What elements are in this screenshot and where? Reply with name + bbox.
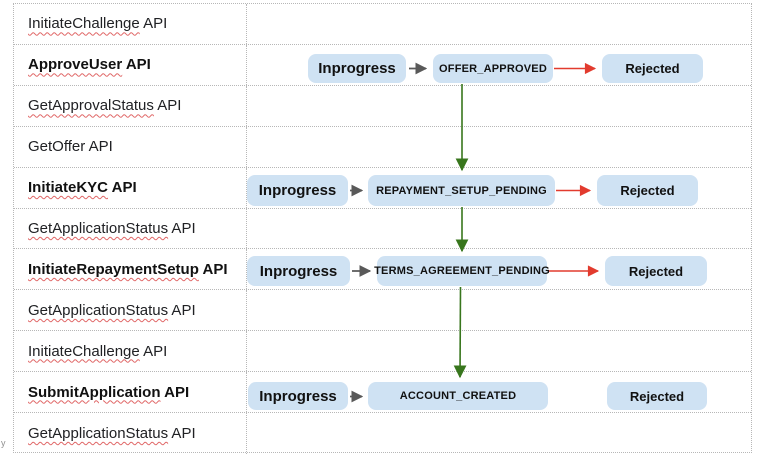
api-label-submitapplication: SubmitApplication API xyxy=(14,372,247,413)
flow-cell xyxy=(247,413,751,454)
api-label-initiaterepaymentsetup: InitiateRepaymentSetup API xyxy=(14,249,247,290)
api-suffix: API xyxy=(160,383,190,401)
rejected-box-initiate-kyc: Rejected xyxy=(597,175,698,206)
api-name: InitiateChallenge xyxy=(28,342,140,360)
api-suffix: API xyxy=(122,56,151,74)
table-row: InitiateKYC API xyxy=(14,167,751,209)
api-label-getapplicationstatus-1: GetApplicationStatus API xyxy=(14,208,247,249)
api-label-getapplicationstatus-2: GetApplicationStatus API xyxy=(14,290,247,331)
api-label-getapprovalstatus: GetApprovalStatus API xyxy=(14,85,247,126)
api-name: GetApplicationStatus xyxy=(28,301,169,319)
flow-cell xyxy=(247,209,751,249)
rejected-box-submit-application: Rejected xyxy=(607,382,707,410)
api-suffix: API xyxy=(198,260,228,278)
api-name: GetApprovalStatus xyxy=(28,97,154,115)
rejected-box-approve-user: Rejected xyxy=(602,54,703,83)
api-name: GetOffer xyxy=(28,138,86,156)
inprogress-box-submit-application: Inprogress xyxy=(248,382,348,410)
api-suffix: API xyxy=(168,219,196,237)
api-name: InitiateChallenge xyxy=(28,15,140,33)
api-label-initiatechallenge-2: InitiateChallenge API xyxy=(14,331,247,372)
api-label-getoffer: GetOffer API xyxy=(14,126,247,167)
table-row: GetApplicationStatus API xyxy=(14,413,751,454)
inprogress-box-approve-user: Inprogress xyxy=(308,54,406,83)
api-suffix: API xyxy=(168,425,196,443)
api-suffix: API xyxy=(153,97,182,115)
api-name: GetApplicationStatus xyxy=(28,219,169,237)
table-row: ApproveUser API xyxy=(14,44,751,86)
table-row: GetOffer API xyxy=(14,126,751,168)
table-row: InitiateChallenge API xyxy=(14,331,751,373)
table-row: GetApplicationStatus API xyxy=(14,208,751,250)
flow-cell xyxy=(247,127,751,167)
state-box-repayment-setup-pending: REPAYMENT_SETUP_PENDING xyxy=(368,175,555,206)
api-suffix: API xyxy=(139,342,168,360)
state-box-account-created: ACCOUNT_CREATED xyxy=(368,382,548,410)
table-row: InitiateChallenge API xyxy=(14,4,751,45)
table-row: GetApprovalStatus API xyxy=(14,85,751,127)
api-suffix: API xyxy=(168,301,196,319)
api-label-initiatechallenge-1: InitiateChallenge API xyxy=(14,4,247,44)
api-name: ApproveUser xyxy=(28,56,123,74)
flow-cell xyxy=(247,290,751,330)
api-name: GetApplicationStatus xyxy=(28,425,169,443)
api-suffix: API xyxy=(139,15,168,33)
flow-cell xyxy=(247,86,751,126)
api-suffix: API xyxy=(85,138,113,156)
api-name: InitiateKYC xyxy=(28,179,109,197)
rejected-box-initiate-repayment-setup: Rejected xyxy=(605,256,707,286)
table-row: InitiateRepaymentSetup API xyxy=(14,249,751,291)
inprogress-box-initiate-repayment-setup: Inprogress xyxy=(247,256,350,286)
api-name: SubmitApplication xyxy=(28,383,161,401)
table-row: SubmitApplication API xyxy=(14,372,751,414)
state-box-terms-agreement-pending: TERMS_AGREEMENT_PENDING xyxy=(374,256,550,286)
table-row: GetApplicationStatus API xyxy=(14,290,751,332)
api-label-approveuser: ApproveUser API xyxy=(14,44,247,85)
state-box-offer-approved: OFFER_APPROVED xyxy=(433,54,553,83)
clipped-margin-text: y xyxy=(1,438,6,448)
api-suffix: API xyxy=(108,179,137,197)
flow-cell xyxy=(247,4,751,44)
api-label-initiatekyc: InitiateKYC API xyxy=(14,167,247,208)
api-label-getapplicationstatus-3: GetApplicationStatus API xyxy=(14,413,247,454)
api-table: InitiateChallenge API ApproveUser API Ge… xyxy=(13,3,752,454)
flow-cell xyxy=(247,331,751,371)
inprogress-box-initiate-kyc: Inprogress xyxy=(247,175,348,206)
api-name: InitiateRepaymentSetup xyxy=(28,260,199,278)
